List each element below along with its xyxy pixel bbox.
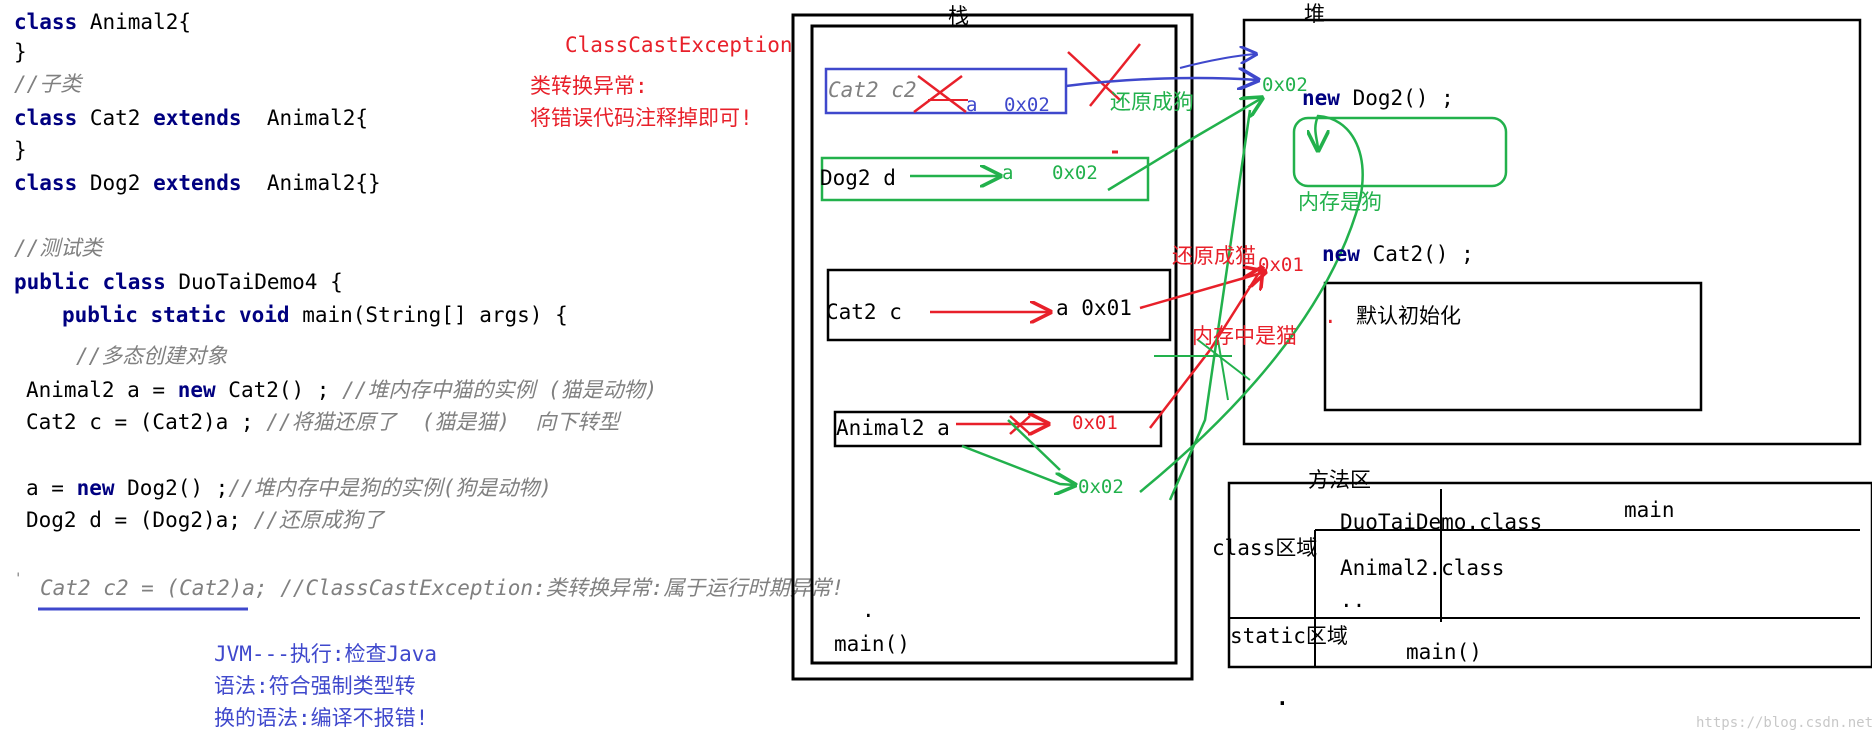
jvm-note-3: 换的语法:编译不报错! [214, 706, 429, 730]
code-line-15: Cat2 c2 = (Cat2)a; //ClassCastException:… [40, 576, 845, 600]
class-entry-animal2: Animal2.class [1340, 556, 1505, 580]
cross-a-old-2 [1009, 415, 1031, 435]
cross-green-1 [1197, 339, 1251, 381]
arrow-stack-long-to-dog [1168, 109, 1252, 501]
code-line-15-tick: ' [14, 571, 23, 587]
method-area-title: 方法区 [1308, 468, 1371, 492]
arrow-c-addr-to-heap [1139, 272, 1265, 310]
watermark: https://blog.csdn.net/igfff [1696, 715, 1872, 731]
class-area-label: class区域 [1212, 536, 1318, 560]
code-line-7: //测试类 [14, 236, 103, 260]
heap-title: 堆 [1304, 2, 1325, 26]
static-area-main: main() [1406, 640, 1482, 664]
stack-dot: . [862, 598, 875, 622]
class-entry-ellipsis: .. [1340, 588, 1366, 612]
stack-slot-c [826, 268, 1172, 342]
code-line-11: Animal2 a = new Cat2() ; //堆内存中猫的实例 (猫是动… [26, 378, 658, 402]
code-line-5: } [14, 138, 27, 162]
arrow-c2-to-heap [1065, 78, 1258, 86]
arrow-d-to-dog-heap [1107, 98, 1262, 192]
static-area-label: static区域 [1230, 624, 1348, 648]
arrow-c2-pointer [1179, 54, 1256, 69]
stack-a-label: Animal2 a [836, 416, 950, 440]
code-line-6: class Dog2 extends Animal2{} [14, 171, 381, 195]
code-line-12: Cat2 c = (Cat2)a ; //将猫还原了 (猫是猫) 向下转型 [26, 410, 620, 434]
method-area-box [1227, 481, 1872, 669]
stack-c-addr: a 0x01 [1056, 296, 1132, 320]
heap-cat-object [1323, 281, 1703, 412]
exception-title: ClassCastException [565, 33, 793, 57]
stack-slot-c2 [824, 67, 1068, 115]
arrow-a-new-cross [1007, 419, 1061, 471]
heap-dog-object [1292, 116, 1508, 188]
heap-is-cat: 内存中是猫 [1192, 324, 1297, 348]
arrow-a-to-new-addr [961, 444, 1075, 485]
code-line-4: class Cat2 extends Animal2{ [14, 106, 369, 130]
method-area-main-col: main [1624, 498, 1675, 522]
stack-d-a: a [1002, 162, 1014, 184]
heap-outer-box [1242, 18, 1862, 446]
stack-slot-d [820, 156, 1150, 202]
stack-a-addr-old: 0x01 [1072, 412, 1118, 434]
stack-c2-addr: 0x02 [1004, 94, 1050, 116]
heap-new-dog: new Dog2() ; [1302, 86, 1454, 110]
heap-addr-cat: 0x01 [1258, 254, 1304, 276]
stack-a-addr-new: 0x02 [1078, 476, 1124, 498]
code-line-13: a = new Dog2() ;//堆内存中是狗的实例(狗是动物) [26, 476, 552, 500]
cross-restore-1 [1067, 51, 1121, 101]
bottom-dot: . [1276, 686, 1289, 710]
stack-c2-label: Cat2 c2 [828, 78, 917, 102]
heap-restore-cat: 还原成猫 [1172, 244, 1256, 268]
code-line-1: class Animal2{ [14, 10, 192, 34]
cross-restore-2 [1089, 43, 1141, 107]
heap-is-dog: 内存是狗 [1298, 190, 1382, 214]
code-line-9: public static void main(String[] args) { [62, 303, 568, 327]
heap-new-cat: new Cat2() ; [1322, 242, 1474, 266]
exception-note-1: 类转换异常: [530, 74, 648, 98]
heap-dot: · [1324, 310, 1337, 334]
stack-d-label: Dog2 d [820, 166, 896, 190]
heap-default-init: 默认初始化 [1356, 304, 1461, 328]
stack-c2-a: a [966, 94, 978, 116]
stack-slot-a [833, 410, 1163, 448]
jvm-note-2: 语法:符合强制类型转 [214, 674, 416, 698]
stack-outer-box [791, 13, 1194, 681]
stack-inner-box [810, 24, 1178, 665]
heap-addr-dog: 0x02 [1262, 74, 1308, 96]
code-line-14: Dog2 d = (Dog2)a; //还原成狗了 [26, 508, 384, 532]
jvm-note-1: JVM---执行:检查Java [214, 642, 438, 666]
heap-restore-dog: 还原成狗 [1110, 90, 1194, 114]
code-line-2: } [14, 40, 27, 64]
code-line-3: //子类 [14, 72, 82, 96]
arrow-new-addr-to-dog [1139, 114, 1364, 493]
stack-c-label: Cat2 c [826, 300, 902, 324]
code-line-8: public class DuoTaiDemo4 { [14, 270, 343, 294]
stack-title: 栈 [948, 4, 969, 28]
exception-note-2: 将错误代码注释掉即可! [530, 106, 753, 130]
class-entry-duotaidemo: DuoTaiDemo.class [1340, 510, 1543, 534]
cross-c2-2 [913, 75, 963, 113]
cross-green-3 [1217, 339, 1229, 401]
stack-frame-main: main() [834, 632, 910, 656]
cross-c2-1 [917, 75, 967, 113]
code-line-10: //多态创建对象 [76, 344, 228, 368]
stack-d-addr: 0x02 [1052, 162, 1098, 184]
